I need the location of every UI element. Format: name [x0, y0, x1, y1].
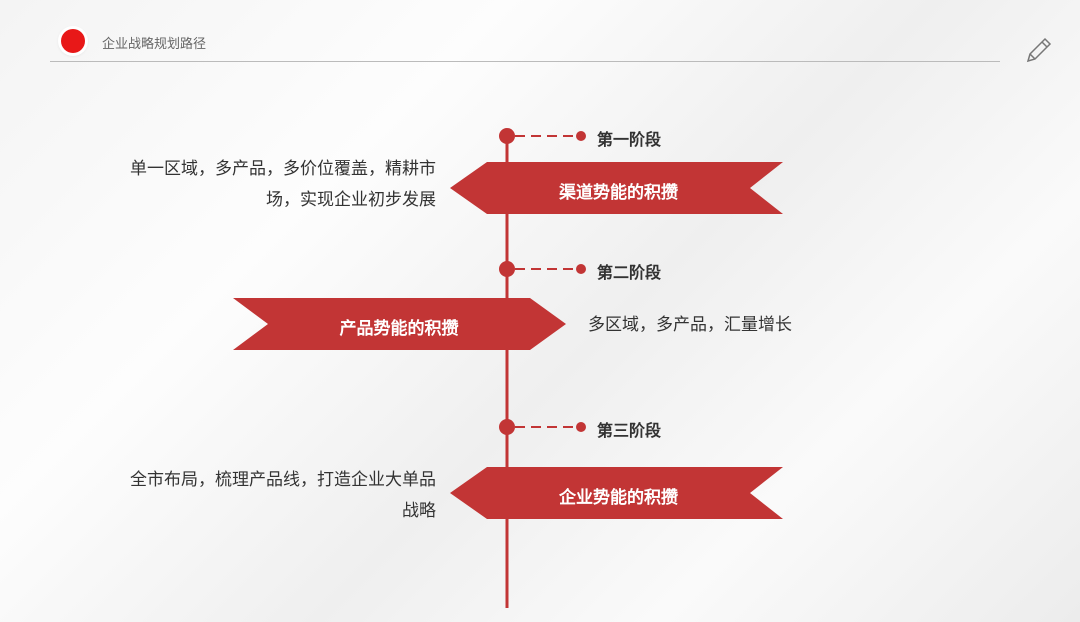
pen-icon [1026, 37, 1052, 63]
header-dot-icon [61, 29, 85, 53]
stage-marker-2 [499, 261, 586, 277]
stage-1-label: 第一阶段 [597, 130, 662, 149]
header-title: 企业战略规划路径 [102, 37, 207, 52]
banner-1 [450, 162, 783, 214]
stage-2-label: 第二阶段 [597, 263, 662, 282]
banner-2-label: 产品势能的积攒 [339, 319, 459, 339]
stage-1-description: 单一区域，多产品，多价位覆盖，精耕市场，实现企业初步发展 [130, 159, 436, 210]
stage-3-label: 第三阶段 [597, 421, 662, 440]
banner-2 [233, 298, 566, 350]
banner-3 [450, 467, 783, 519]
banner-1-label: 渠道势能的积攒 [559, 183, 678, 203]
stage-3-description: 全市布局，梳理产品线，打造企业大单品战略 [130, 470, 436, 521]
stage-marker-1 [499, 128, 586, 144]
stage-2-description: 多区域，多产品，汇量增长 [588, 315, 792, 335]
stage-marker-3 [499, 419, 586, 435]
header-divider [50, 61, 1000, 62]
banner-3-label: 企业势能的积攒 [559, 488, 678, 508]
